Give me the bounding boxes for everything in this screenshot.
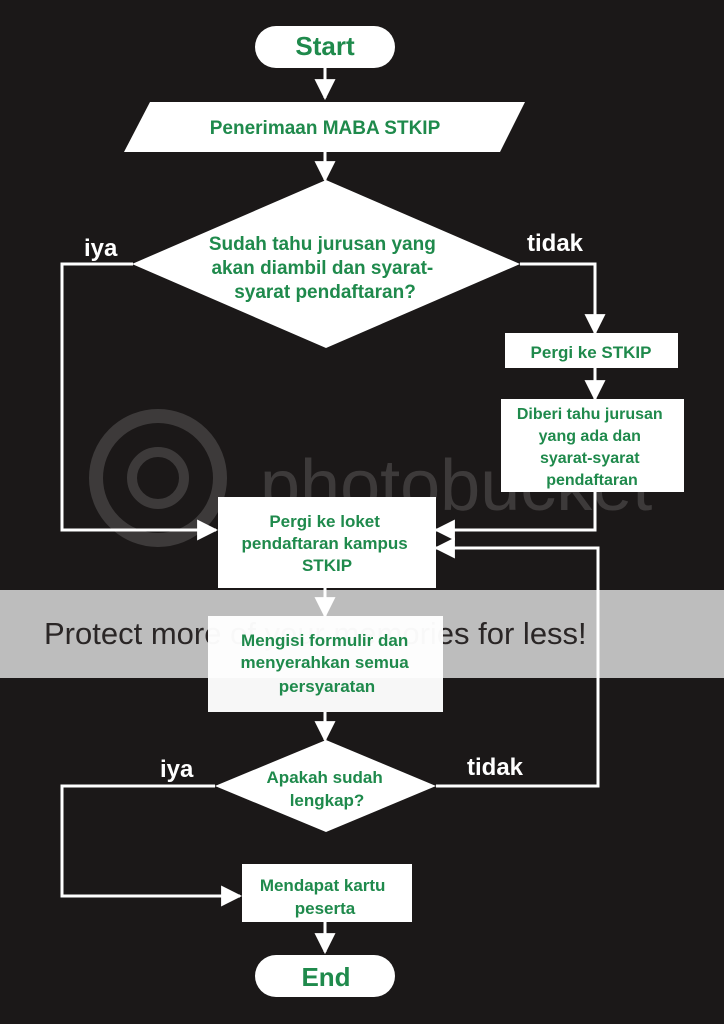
diberi-tahu-label: Diberi tahu jurusan yang ada dan syarat-… — [517, 406, 667, 489]
edge-diberi-loket — [433, 492, 597, 541]
pergi-stkip-box — [505, 333, 678, 368]
diberi-tahu-line: yang ada dan — [539, 428, 641, 445]
kartu-line: Mendapat kartu — [260, 876, 386, 895]
end-label: End — [301, 962, 350, 992]
decision2-label: Apakah sudah lengkap? — [267, 768, 388, 810]
diberi-tahu-line: pendaftaran — [546, 472, 638, 489]
edge-decision2-yes — [60, 784, 243, 907]
decision1-line: akan diambil dan syarat- — [211, 258, 433, 279]
decision1-diamond — [132, 180, 520, 348]
decision2-no-label: tidak — [467, 754, 524, 781]
decision1-label: Sudah tahu jurusan yang akan diambil dan… — [209, 234, 441, 303]
loket-box — [218, 497, 436, 588]
loket-line: STKIP — [302, 556, 352, 575]
edge-decision2-no — [433, 537, 600, 788]
end-terminal — [255, 955, 395, 997]
decision1-no-label: tidak — [527, 230, 584, 257]
edge-decision1-yes — [60, 262, 219, 541]
loket-line: Pergi ke loket — [269, 512, 380, 531]
pergi-stkip-label: Pergi ke STKIP — [531, 343, 652, 362]
decision2-diamond — [215, 740, 436, 832]
kartu-line: peserta — [295, 899, 356, 918]
decision2-line: lengkap? — [290, 791, 365, 810]
diberi-tahu-line: syarat-syarat — [540, 450, 640, 467]
formulir-line: Mengisi formulir dan — [241, 631, 408, 650]
formulir-line: menyerahkan semua — [241, 653, 410, 672]
decision2-yes-label: iya — [160, 756, 194, 783]
formulir-box — [208, 616, 443, 712]
decision1-line: Sudah tahu jurusan yang — [209, 234, 436, 255]
start-terminal — [255, 26, 395, 68]
formulir-line: persyaratan — [279, 677, 375, 696]
edge-decision1-no — [520, 262, 606, 336]
decision2-line: Apakah sudah — [267, 768, 383, 787]
input-parallelogram — [124, 102, 525, 152]
loket-label: Pergi ke loket pendaftaran kampus STKIP — [242, 512, 413, 575]
decision1-yes-label: iya — [84, 235, 118, 262]
kartu-label: Mendapat kartu peserta — [260, 876, 390, 918]
decision1-line: syarat pendaftaran? — [234, 282, 416, 303]
diberi-tahu-box — [501, 399, 684, 492]
start-label: Start — [295, 31, 355, 61]
kartu-box — [242, 864, 412, 922]
edges — [60, 68, 606, 955]
formulir-label: Mengisi formulir dan menyerahkan semua p… — [241, 631, 414, 696]
loket-line: pendaftaran kampus — [242, 534, 408, 553]
input-label: Penerimaan MABA STKIP — [210, 118, 441, 139]
diberi-tahu-line: Diberi tahu jurusan — [517, 406, 663, 423]
